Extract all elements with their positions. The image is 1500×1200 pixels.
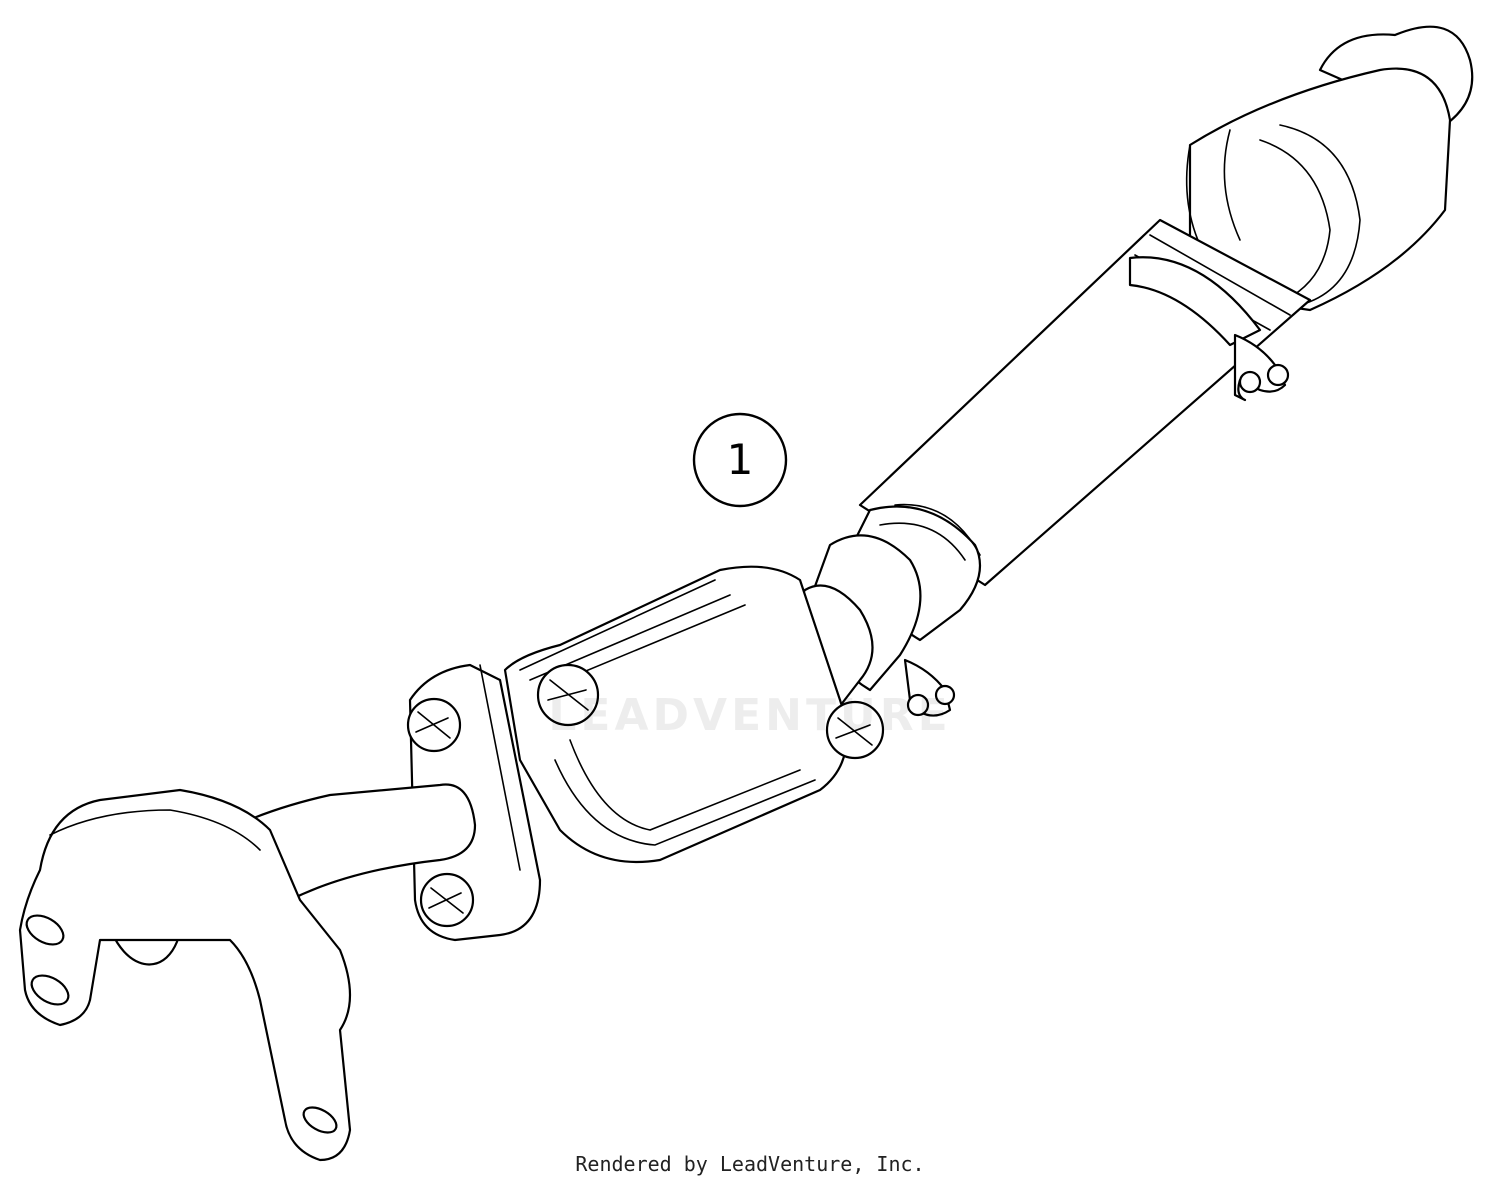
mounting-bracket	[18, 788, 352, 1162]
hose-clamp-lower	[903, 658, 956, 717]
intake-filter-cylinder	[1185, 25, 1474, 312]
intake-hose	[858, 218, 1312, 587]
callout-label[interactable]: 1	[726, 435, 754, 484]
footer-credit: Rendered by LeadVenture, Inc.	[575, 1152, 925, 1176]
watermark: LEADVENTURE	[548, 690, 952, 741]
hose-clamp-upper	[1233, 333, 1290, 402]
mounting-flange	[406, 663, 542, 942]
callout-circle	[692, 412, 788, 508]
housing-screws	[536, 663, 885, 760]
hose-coupling	[808, 503, 982, 692]
